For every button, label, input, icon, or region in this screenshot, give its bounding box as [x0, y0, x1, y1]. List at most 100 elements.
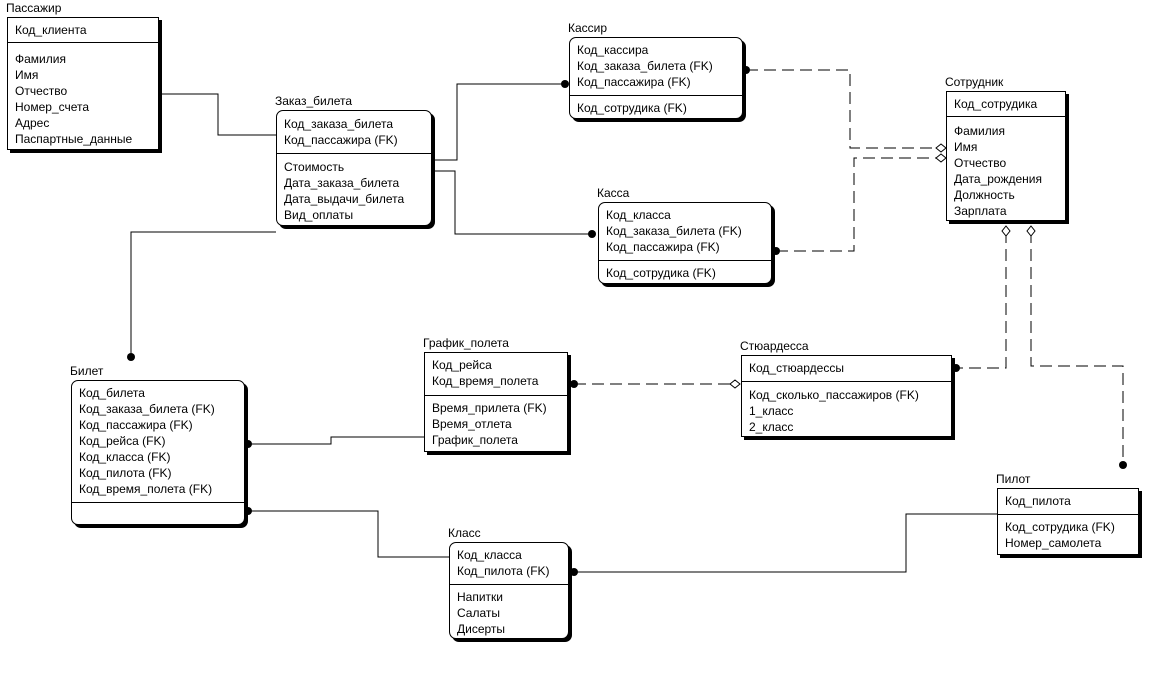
attribute: Паспартные_данные: [15, 132, 133, 146]
attribute: Время_прилета (FK): [432, 401, 547, 415]
entity-box: Код_пилота Код_сотрудика (FK) Номер_само…: [997, 488, 1139, 555]
attribute-section: Код_сотрудика (FK): [570, 100, 742, 116]
attribute: Напитки: [457, 590, 503, 604]
attribute: Номер_самолета: [1005, 536, 1102, 550]
attribute: Вид_оплаты: [284, 208, 354, 222]
entity-ticket[interactable]: Билет Код_билета Код_заказа_билета (FK) …: [70, 364, 245, 525]
attribute: Дата_рождения: [954, 172, 1042, 186]
entity-name: Кассир: [568, 21, 608, 35]
entity-name: Билет: [70, 364, 104, 378]
entity-flight-schedule[interactable]: График_полета Код_рейса Код_время_полета…: [423, 336, 568, 452]
entity-box: Код_кассира Код_заказа_билета (FK) Код_п…: [569, 37, 743, 119]
attribute: 1_класс: [749, 404, 794, 418]
attribute: Должность: [954, 188, 1015, 202]
key-section: Код_заказа_билета Код_пассажира (FK): [277, 111, 431, 154]
key-attribute: Код_рейса (FK): [79, 434, 166, 448]
entity-name: Пилот: [996, 472, 1031, 486]
key-attribute: Код_заказа_билета: [284, 117, 394, 131]
key-attribute: Код_класса: [457, 548, 522, 562]
key-attribute: Код_пилота: [1005, 494, 1071, 508]
entity-box: Код_клиента Фамилия Имя Отчество Номер_с…: [7, 17, 159, 150]
entity-box: Код_сотрудика Фамилия Имя Отчество Дата_…: [946, 91, 1066, 221]
key-attribute: Код_пассажира (FK): [79, 418, 193, 432]
rel-end-dot: [127, 353, 135, 361]
attribute: График_полета: [432, 433, 518, 447]
attribute: Код_сколько_пассажиров (FK): [749, 388, 919, 402]
key-attribute: Код_стюардессы: [749, 361, 844, 375]
entity-name: График_полета: [423, 336, 509, 350]
attribute-section: Код_сотрудика (FK) Номер_самолета: [998, 519, 1138, 551]
attribute-section: Стоимость Дата_заказа_билета Дата_выдачи…: [277, 159, 431, 223]
rel-passenger-order: [160, 93, 276, 136]
key-attribute: Код_пассажира (FK): [606, 240, 720, 254]
attribute: Номер_счета: [15, 100, 90, 114]
key-attribute: Код_клиента: [15, 23, 87, 37]
entity-box: Код_класса Код_пилота (FK) Напитки Салат…: [449, 542, 569, 639]
rel-order-ticket: [130, 231, 276, 355]
attribute: Фамилия: [15, 52, 66, 66]
key-attribute: Код_заказа_билета (FK): [606, 224, 742, 238]
attribute: Стоимость: [284, 160, 345, 174]
entity-stewardess[interactable]: Стюардесса Код_стюардессы Код_сколько_па…: [740, 339, 952, 437]
key-attribute: Код_заказа_билета (FK): [79, 402, 215, 416]
entity-cashier[interactable]: Кассир Код_кассира Код_заказа_билета (FK…: [568, 21, 743, 119]
rel-end-diamond: [1001, 225, 1011, 237]
entity-box: Код_рейса Код_время_полета Время_прилета…: [424, 352, 568, 452]
key-section: Код_класса Код_заказа_билета (FK) Код_па…: [599, 203, 771, 261]
key-attribute: Код_время_полета: [432, 374, 539, 388]
attribute-section: Время_прилета (FK) Время_отлета График_п…: [425, 400, 567, 448]
attribute: Дата_заказа_билета: [284, 176, 400, 190]
attribute: Отчество: [15, 84, 68, 98]
rel-ticket-schedule: [248, 436, 424, 445]
key-section: Код_клиента: [8, 18, 158, 43]
rel-end-dot: [570, 380, 578, 388]
rel-end-dot: [244, 440, 252, 448]
key-attribute: Код_рейса: [432, 358, 492, 372]
attribute-section: Код_сколько_пассажиров (FK) 1_класс 2_кл…: [742, 387, 951, 435]
rel-end-dot: [952, 364, 960, 372]
key-section: Код_кассира Код_заказа_билета (FK) Код_п…: [570, 38, 742, 96]
rel-cashdesk-employee: [776, 157, 936, 252]
attribute-section: Код_сотрудика (FK): [599, 265, 771, 281]
rel-employee-stewardess: [958, 231, 1007, 369]
rel-order-cashdesk: [432, 170, 592, 235]
key-attribute: Код_пассажира (FK): [284, 133, 398, 147]
rel-order-cashier: [432, 83, 565, 161]
attribute: Время_отлета: [432, 417, 512, 431]
rel-end-dot: [742, 66, 750, 74]
entity-box: Код_класса Код_заказа_билета (FK) Код_па…: [598, 202, 772, 284]
key-attribute: Код_пассажира (FK): [577, 75, 691, 89]
attribute-section: Фамилия Имя Отчество Номер_счета Адрес П…: [8, 51, 158, 147]
entity-pilot[interactable]: Пилот Код_пилота Код_сотрудика (FK) Номе…: [996, 472, 1139, 555]
rel-end-dot: [244, 507, 252, 515]
rel-end-dot: [570, 568, 578, 576]
entity-passenger[interactable]: Пассажир Код_клиента Фамилия Имя Отчеств…: [6, 1, 159, 150]
entity-name: Заказ_билета: [275, 94, 353, 108]
key-attribute: Код_время_полета (FK): [79, 482, 213, 496]
entity-box: Код_заказа_билета Код_пассажира (FK) Сто…: [276, 110, 432, 226]
key-attribute: Код_сотрудика: [954, 97, 1038, 111]
attribute: Адрес: [15, 116, 50, 130]
key-attribute: Код_класса (FK): [79, 450, 171, 464]
entity-employee[interactable]: Сотрудник Код_сотрудика Фамилия Имя Отче…: [945, 75, 1066, 221]
attribute: Код_сотрудика (FK): [577, 101, 687, 115]
key-attribute: Код_класса: [606, 208, 671, 222]
rel-end-dot: [1119, 461, 1127, 469]
rel-end-diamond: [935, 153, 947, 163]
key-section: Код_сотрудика: [947, 92, 1065, 117]
key-attribute: Код_пилота (FK): [79, 466, 172, 480]
rel-cashier-employee: [746, 69, 936, 149]
rel-employee-pilot: [1030, 231, 1124, 462]
key-attribute: Код_заказа_билета (FK): [577, 59, 713, 73]
attribute: Код_сотрудика (FK): [1005, 520, 1115, 534]
entity-class[interactable]: Класс Код_класса Код_пилота (FK) Напитки…: [448, 526, 569, 639]
entity-name: Стюардесса: [740, 339, 809, 353]
entity-name: Касса: [597, 186, 630, 200]
attribute: Фамилия: [954, 124, 1005, 138]
entity-cash-desk[interactable]: Касса Код_класса Код_заказа_билета (FK) …: [597, 186, 772, 284]
entity-box: Код_стюардессы Код_сколько_пассажиров (F…: [741, 355, 952, 437]
attribute: Салаты: [457, 606, 501, 620]
entity-ticket-order[interactable]: Заказ_билета Код_заказа_билета Код_пасса…: [275, 94, 432, 226]
rel-ticket-class: [248, 510, 450, 558]
entity-name: Пассажир: [6, 1, 62, 15]
